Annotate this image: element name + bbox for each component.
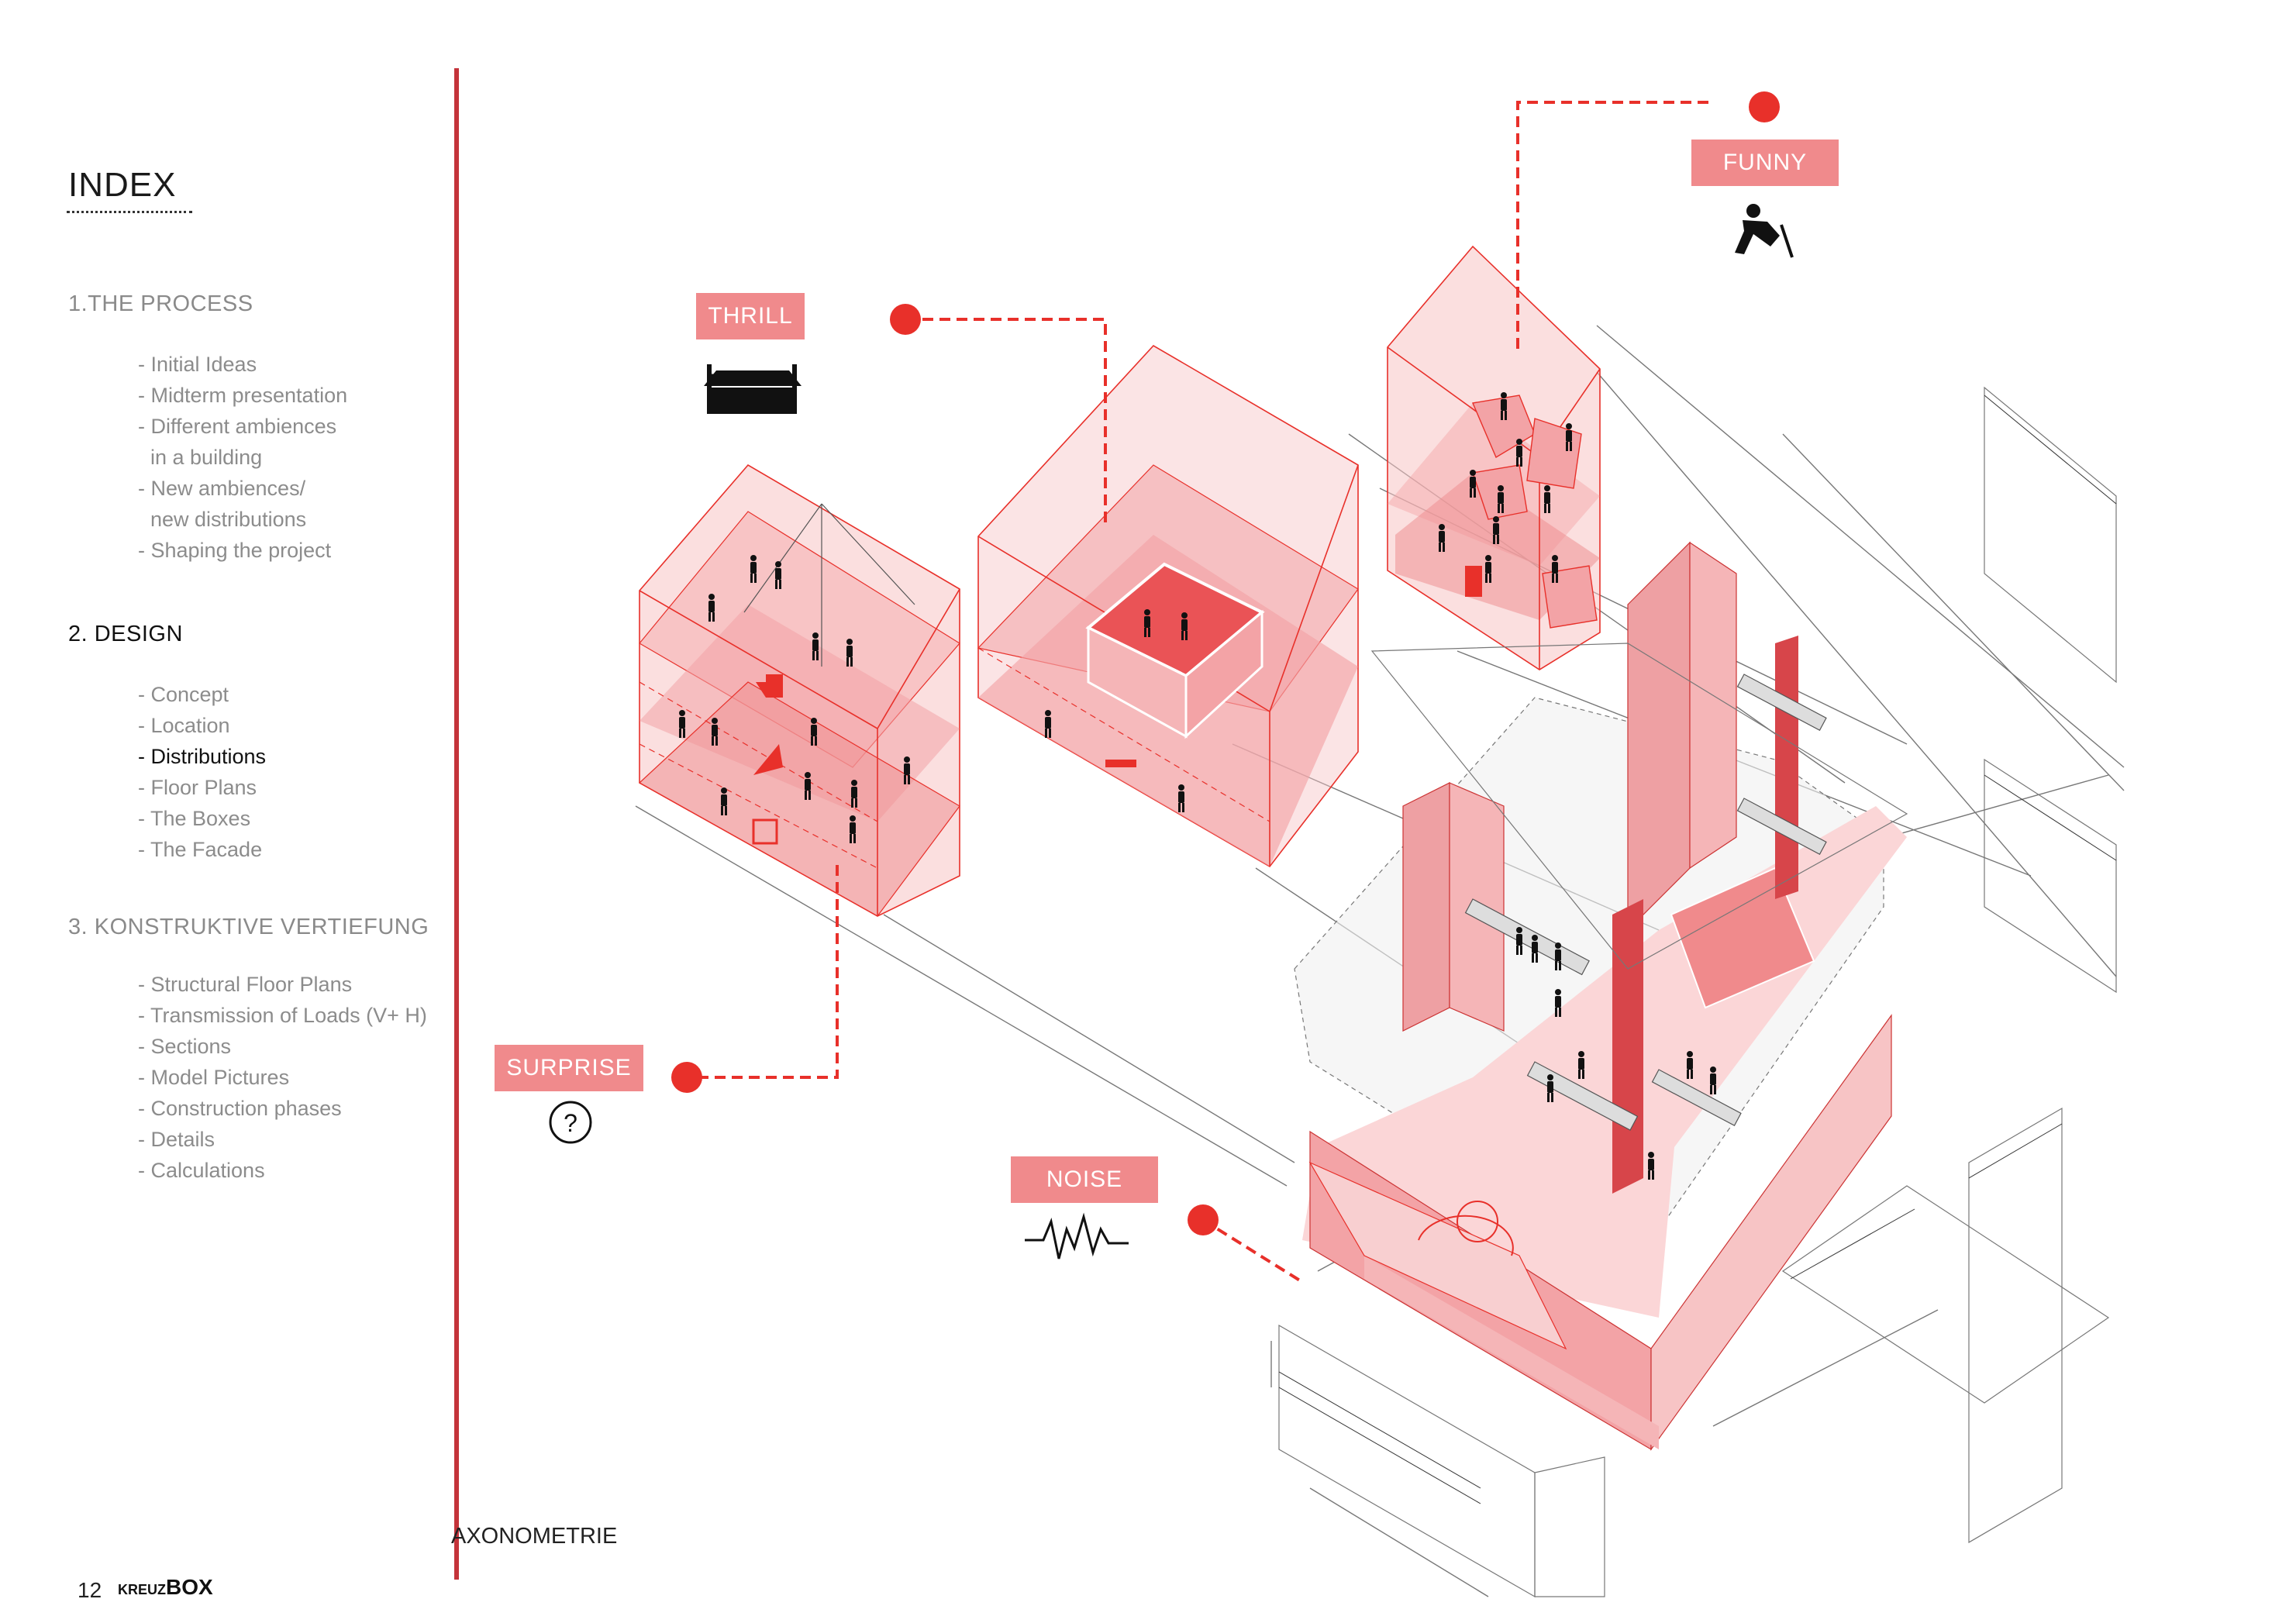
tag-thrill[interactable]: THRILL bbox=[696, 293, 805, 339]
index-item[interactable]: - Structural Floor Plans bbox=[138, 973, 353, 996]
index-item[interactable]: - Model Pictures bbox=[138, 1066, 290, 1089]
outline-volumes bbox=[1278, 386, 2117, 1598]
callout-dot-funny[interactable] bbox=[1749, 91, 1780, 122]
index-item-current[interactable]: - Distributions bbox=[138, 745, 267, 768]
index-item[interactable]: - Concept bbox=[138, 683, 229, 706]
index-item[interactable]: - Transmission of Loads (V+ H) bbox=[138, 1004, 427, 1027]
index-title: INDEX bbox=[68, 166, 177, 204]
question-icon: ? bbox=[549, 1101, 592, 1144]
section-konstruktive-vertiefung[interactable]: 3. KONSTRUKTIVE VERTIEFUNG bbox=[68, 915, 429, 939]
box-funny-play bbox=[1387, 245, 1601, 670]
index-item[interactable]: - Floor Plans bbox=[138, 776, 257, 799]
callout-dot-noise[interactable] bbox=[1188, 1204, 1219, 1235]
callout-dot-surprise[interactable] bbox=[671, 1062, 702, 1093]
index-item-continuation[interactable]: in a building bbox=[150, 446, 263, 469]
brand-big: BOX bbox=[166, 1575, 213, 1599]
index-title-underline bbox=[67, 211, 192, 213]
index-item[interactable]: - Construction phases bbox=[138, 1097, 342, 1120]
brand-small: KREUZ bbox=[118, 1582, 166, 1597]
sound-wave-icon bbox=[1025, 1212, 1129, 1259]
index-sidebar: INDEX 1.THE PROCESS - Initial Ideas - Mi… bbox=[0, 0, 457, 1623]
index-item[interactable]: - Calculations bbox=[138, 1159, 265, 1182]
index-item[interactable]: - Shaping the project bbox=[138, 539, 332, 562]
index-item-continuation[interactable]: new distributions bbox=[150, 508, 307, 531]
brand-logo: KREUZBOX bbox=[118, 1575, 213, 1600]
index-item[interactable]: - Sections bbox=[138, 1035, 232, 1058]
main-building bbox=[1294, 541, 1907, 1451]
index-item[interactable]: - The Facade bbox=[138, 838, 263, 861]
section-design[interactable]: 2. DESIGN bbox=[68, 622, 183, 646]
index-item[interactable]: - Midterm presentation bbox=[138, 384, 348, 407]
tag-noise[interactable]: NOISE bbox=[1011, 1156, 1158, 1203]
leader-lines bbox=[698, 101, 1713, 1284]
page-number: 12 bbox=[78, 1578, 102, 1602]
index-item[interactable]: - Location bbox=[138, 714, 230, 737]
box-surprise-party bbox=[638, 463, 960, 917]
facade-strips bbox=[1278, 395, 2117, 1504]
box-thrill-boxing bbox=[977, 344, 1359, 868]
index-item[interactable]: - Details bbox=[138, 1128, 215, 1151]
index-item[interactable]: - New ambiences/ bbox=[138, 477, 306, 500]
boxing-ring-icon bbox=[704, 364, 802, 414]
tag-surprise[interactable]: SURPRISE bbox=[495, 1045, 643, 1091]
callout-dot-thrill[interactable] bbox=[890, 304, 921, 335]
section-the-process[interactable]: 1.THE PROCESS bbox=[68, 291, 253, 316]
diagram-caption: AXONOMETRIE bbox=[451, 1524, 618, 1549]
index-item[interactable]: - Initial Ideas bbox=[138, 353, 257, 376]
index-item[interactable]: - The Boxes bbox=[138, 807, 251, 830]
divider-line bbox=[454, 68, 459, 1580]
jumping-person-icon bbox=[1735, 204, 1794, 258]
tag-funny[interactable]: FUNNY bbox=[1691, 140, 1839, 186]
svg-text:?: ? bbox=[564, 1109, 577, 1137]
index-item[interactable]: - Different ambiences bbox=[138, 415, 337, 438]
